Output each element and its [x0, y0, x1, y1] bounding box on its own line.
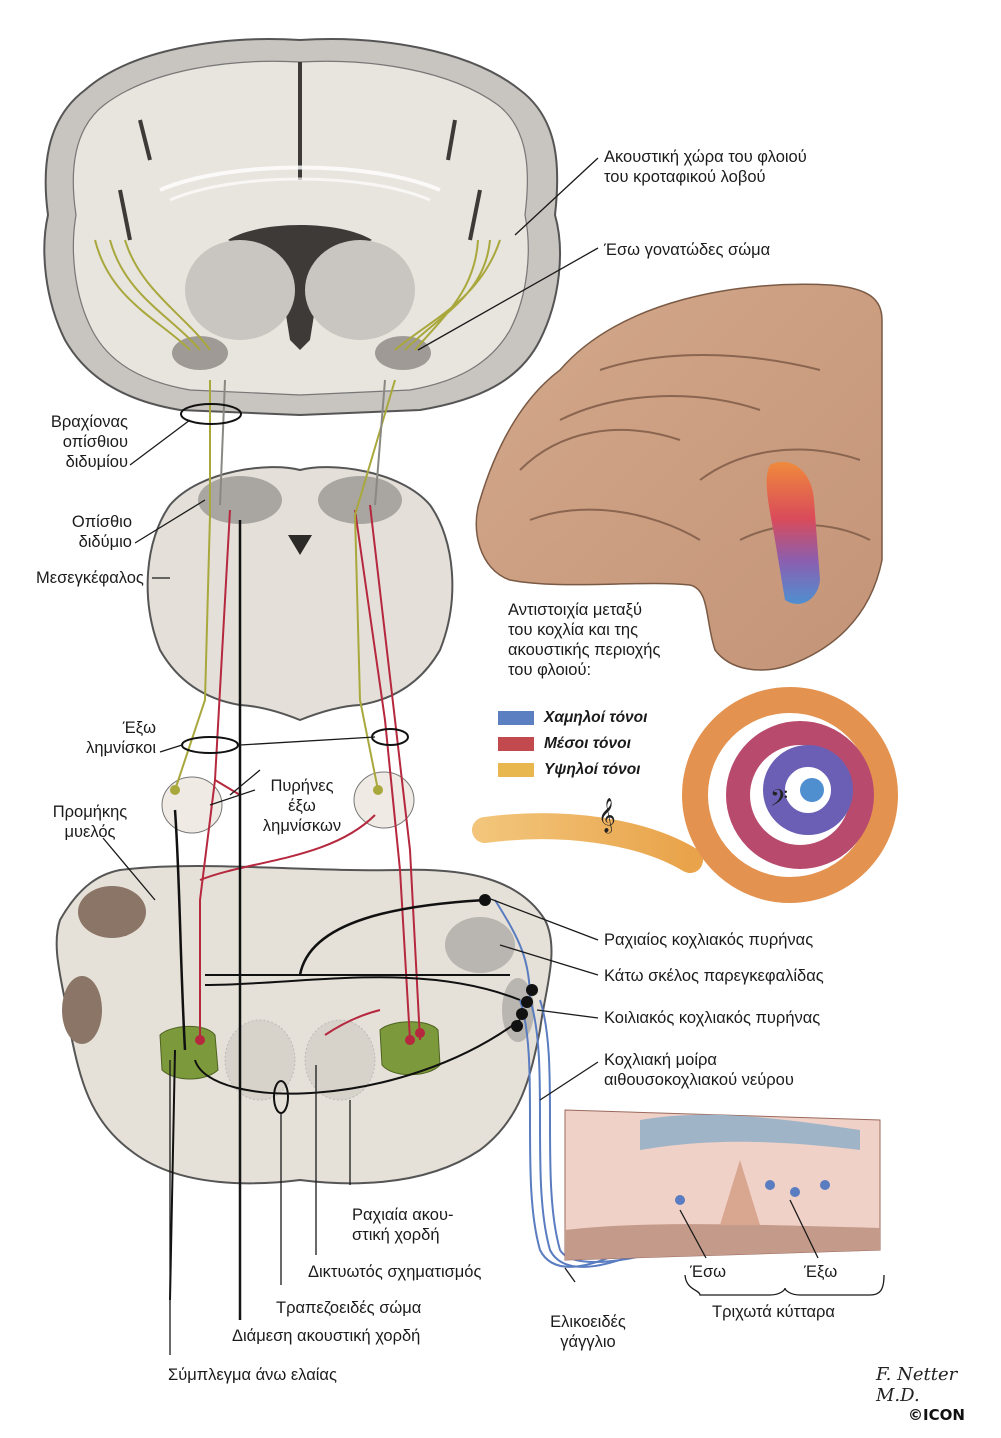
organ-of-corti	[564, 1109, 881, 1261]
svg-text:𝄢: 𝄢	[770, 784, 788, 817]
medulla-section	[55, 864, 553, 1185]
legend-swatch-high	[498, 763, 534, 777]
label-dorsal-cochlear-nucleus: Ραχιαίος κοχλιακός πυρήνας	[604, 931, 814, 949]
label-inferior-cerebellar-peduncle: Κάτω σκέλος παρεγκεφαλίδας	[604, 967, 824, 985]
legend-mid-tones: Μέσοι τόνοι	[498, 734, 631, 754]
label-outer: Έξω	[804, 1263, 838, 1281]
pathway-lines	[169, 379, 761, 1320]
label-inferior-colliculus: Οπίσθιο διδύμιο	[71, 513, 132, 551]
label-lemniscus-nuclei: Πυρήνες έξω λημνίσκων	[262, 777, 342, 835]
label-midbrain: Μεσεγκέφαλος	[36, 569, 144, 587]
coronal-brain-section	[43, 38, 561, 417]
label-auditory-cortex: Ακουστική χώρα του φλοιού του κροταφικού…	[604, 148, 807, 186]
label-correspondence: Αντιστοιχία μεταξύ του κοχλία και της ακ…	[508, 601, 661, 679]
legend-swatch-mid	[498, 737, 534, 751]
label-spiral-ganglion: Ελικοειδές γάγγλιο	[550, 1313, 626, 1351]
label-hair-cells: Τριχωτά κύτταρα	[712, 1303, 835, 1321]
label-cochlear-nerve: Κοχλιακή μοίρα αιθουσοκοχλιακού νεύρου	[604, 1051, 794, 1089]
legend-low-tones: Χαμηλοί τόνοι	[498, 708, 647, 728]
netter-signature: F. Netter M.D.	[876, 1364, 958, 1406]
lateral-brain-view	[475, 283, 883, 671]
label-geniculate-body: Έσω γονατώδες σώμα	[604, 241, 771, 259]
legend-swatch-low	[498, 711, 534, 725]
leader-lines	[102, 157, 885, 1355]
midbrain-section	[146, 466, 454, 722]
svg-text:𝄞: 𝄞	[598, 798, 616, 834]
cochlea-spiral: 𝄞 𝄢	[472, 687, 898, 903]
label-superior-olivary-complex: Σύμπλεγμα άνω ελαίας	[168, 1366, 337, 1384]
label-intermediate-acoustic-stria: Διάμεση ακουστική χορδή	[232, 1327, 421, 1345]
label-lateral-lemnisci: Έξω λημνίσκοι	[86, 719, 156, 757]
label-reticular-formation: Δικτυωτός σχηματισμός	[308, 1263, 482, 1281]
copyright-logo: ©ICON	[908, 1406, 965, 1424]
label-ventral-cochlear-nucleus: Κοιλιακός κοχλιακός πυρήνας	[604, 1009, 821, 1027]
label-brachium: Βραχίονας οπίσθιου διδυμίου	[50, 413, 128, 471]
label-inner: Έσω	[690, 1263, 727, 1281]
label-trapezoid-body: Τραπεζοειδές σώμα	[276, 1299, 422, 1317]
neuron-dots	[170, 785, 538, 1045]
label-medulla: Προμήκης μυελός	[52, 803, 128, 841]
label-dorsal-acoustic-stria: Ραχιαία ακου- στική χορδή	[352, 1206, 454, 1244]
legend-high-tones: Υψηλοί τόνοι	[498, 760, 640, 780]
